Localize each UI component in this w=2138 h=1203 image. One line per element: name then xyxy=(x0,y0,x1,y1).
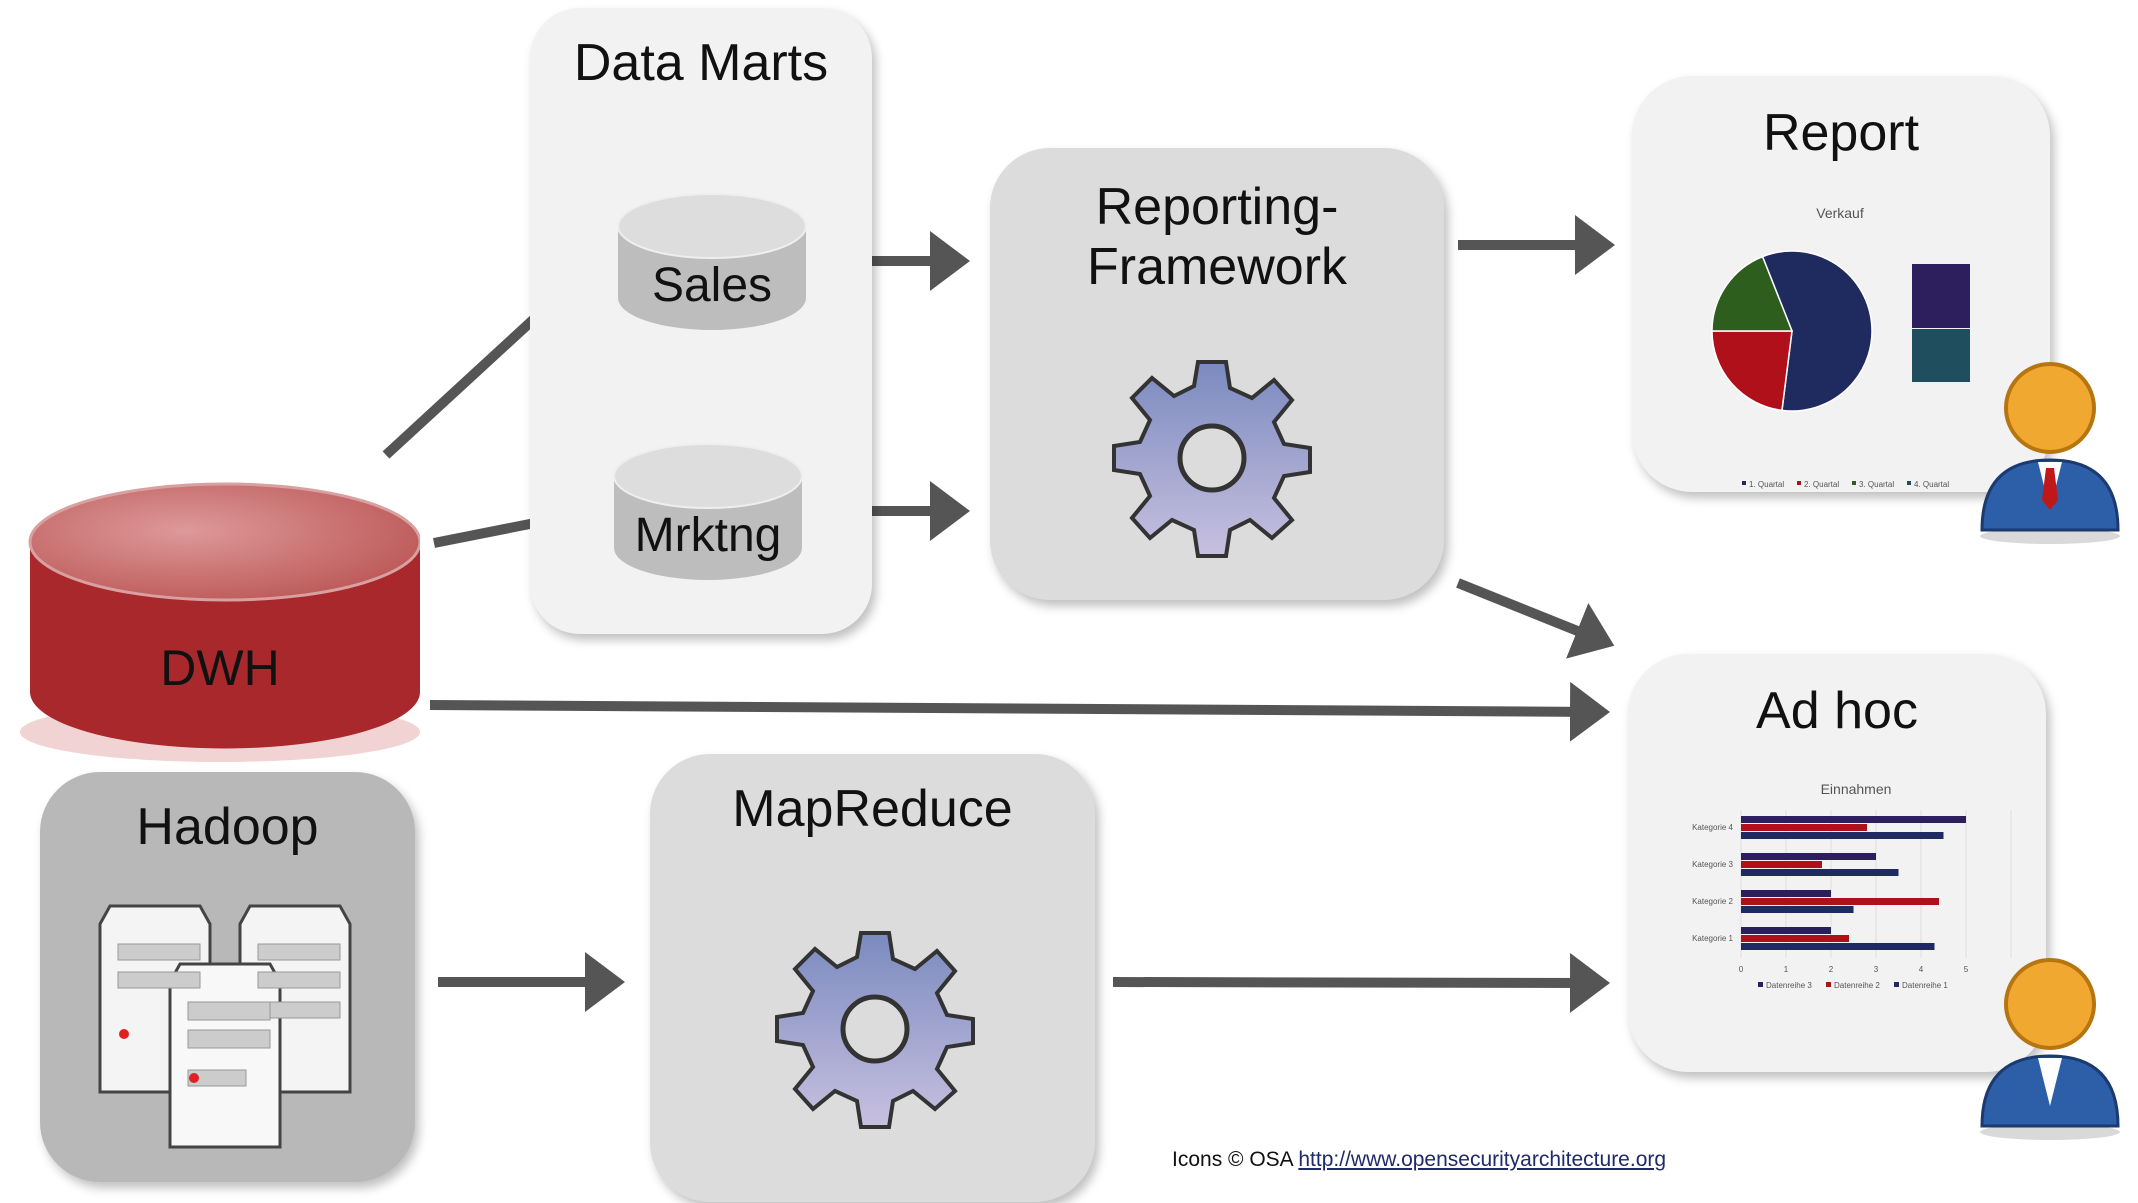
legend-swatch xyxy=(1894,982,1899,987)
sales-label: Sales xyxy=(651,259,773,312)
mapreduce-title: MapReduce xyxy=(732,780,1013,838)
legend-swatch xyxy=(1797,481,1801,485)
dwh-label: DWH xyxy=(160,640,280,696)
bar-chart: Einnahmen 0 1 2 3 4 5 Kategorie 1 Kategorie 2 Ka… xyxy=(1692,781,2012,990)
bar xyxy=(1741,898,1939,905)
reporting-framework-box: Reporting- Framework xyxy=(990,148,1444,600)
x-tick-label: 4 xyxy=(1919,965,1924,974)
legend-label: Datenreihe 2 xyxy=(1834,981,1880,990)
legend-label: 4. Quartal xyxy=(1914,480,1949,489)
icon-credit: Icons © OSA http://www.opensecurityarchi… xyxy=(1172,1148,1666,1172)
x-tick-label: 1 xyxy=(1784,965,1789,974)
bar xyxy=(1741,824,1867,831)
dwh-database: DWH xyxy=(20,462,422,762)
legend-label: 1. Quartal xyxy=(1749,480,1784,489)
arrow-reporting-adhoc xyxy=(1456,578,1615,659)
reporting-framework-title-line2: Framework xyxy=(1086,238,1348,296)
report-title: Report xyxy=(1762,104,1920,162)
user-avatar-icon xyxy=(1980,362,2120,544)
user-avatar-icon xyxy=(1980,958,2120,1140)
pie-chart: Verkauf 1. Quartal 2. Quartal 3. Quartal 4.… xyxy=(1711,205,1970,489)
report-box: Report Verkauf 1. Quartal 2. Quartal 3. Qu… xyxy=(1632,76,2050,492)
y-tick-label: Kategorie 2 xyxy=(1692,897,1733,906)
legend-label: Datenreihe 1 xyxy=(1902,981,1948,990)
legend-swatch xyxy=(1852,481,1856,485)
data-marts-title: Data Marts xyxy=(573,34,829,92)
bar xyxy=(1741,890,1831,897)
hadoop-title: Hadoop xyxy=(136,798,319,856)
pie-breakout-bar xyxy=(1912,264,1970,328)
gear-icon xyxy=(1112,360,1312,558)
database-cylinder-icon xyxy=(617,193,807,330)
x-tick-label: 5 xyxy=(1964,965,1969,974)
bar xyxy=(1741,943,1935,950)
bar xyxy=(1741,853,1876,860)
arrow-dwh-adhoc xyxy=(429,681,1610,742)
hadoop-box: Hadoop xyxy=(40,772,415,1182)
reporting-framework-title-line1: Reporting- xyxy=(1095,178,1339,236)
gear-icon xyxy=(775,931,975,1129)
bar xyxy=(1741,935,1849,942)
x-tick-label: 2 xyxy=(1829,965,1834,974)
pie-slice xyxy=(1711,255,1794,332)
adhoc-title: Ad hoc xyxy=(1756,682,1918,740)
y-tick-label: Kategorie 3 xyxy=(1692,860,1733,869)
bar xyxy=(1741,927,1831,934)
credit-link[interactable]: http://www.opensecurityarchitecture.org xyxy=(1298,1148,1667,1171)
legend-swatch xyxy=(1742,481,1746,485)
arrow-mapreduce-adhoc xyxy=(1112,952,1610,1013)
pie-chart-title: Verkauf xyxy=(1816,205,1864,221)
y-tick-label: Kategorie 1 xyxy=(1692,934,1733,943)
pie-slice xyxy=(1761,250,1873,412)
bar-chart-title: Einnahmen xyxy=(1821,781,1892,797)
x-tick-label: 3 xyxy=(1874,965,1879,974)
legend-swatch xyxy=(1758,982,1763,987)
bar xyxy=(1741,869,1899,876)
bar xyxy=(1741,832,1944,839)
legend-label: 3. Quartal xyxy=(1859,480,1894,489)
legend-swatch xyxy=(1826,982,1831,987)
bar xyxy=(1741,861,1822,868)
sales-database: Sales xyxy=(616,188,808,338)
bar xyxy=(1741,816,1966,823)
credit-text: Icons © OSA xyxy=(1172,1148,1293,1171)
pie-breakout-bar xyxy=(1912,329,1970,382)
bar xyxy=(1741,906,1854,913)
y-tick-label: Kategorie 4 xyxy=(1692,823,1733,832)
database-cylinder-icon xyxy=(20,482,422,762)
database-cylinder-icon xyxy=(613,443,803,580)
mrktng-label: Mrktng xyxy=(634,509,782,562)
data-marts-group: Data Marts Sales Mrktng xyxy=(530,8,872,634)
adhoc-box: Ad hoc Einnahmen 0 1 2 3 4 5 Kategorie 1 Katego… xyxy=(1628,654,2046,1072)
x-tick-label: 0 xyxy=(1739,965,1744,974)
pie-slice xyxy=(1711,330,1793,412)
mapreduce-box: MapReduce xyxy=(650,754,1095,1202)
server-cluster-icon xyxy=(98,904,352,1149)
mrktng-database: Mrktng xyxy=(612,438,804,588)
legend-label: 2. Quartal xyxy=(1804,480,1839,489)
legend-swatch xyxy=(1907,481,1911,485)
legend-label: Datenreihe 3 xyxy=(1766,981,1812,990)
